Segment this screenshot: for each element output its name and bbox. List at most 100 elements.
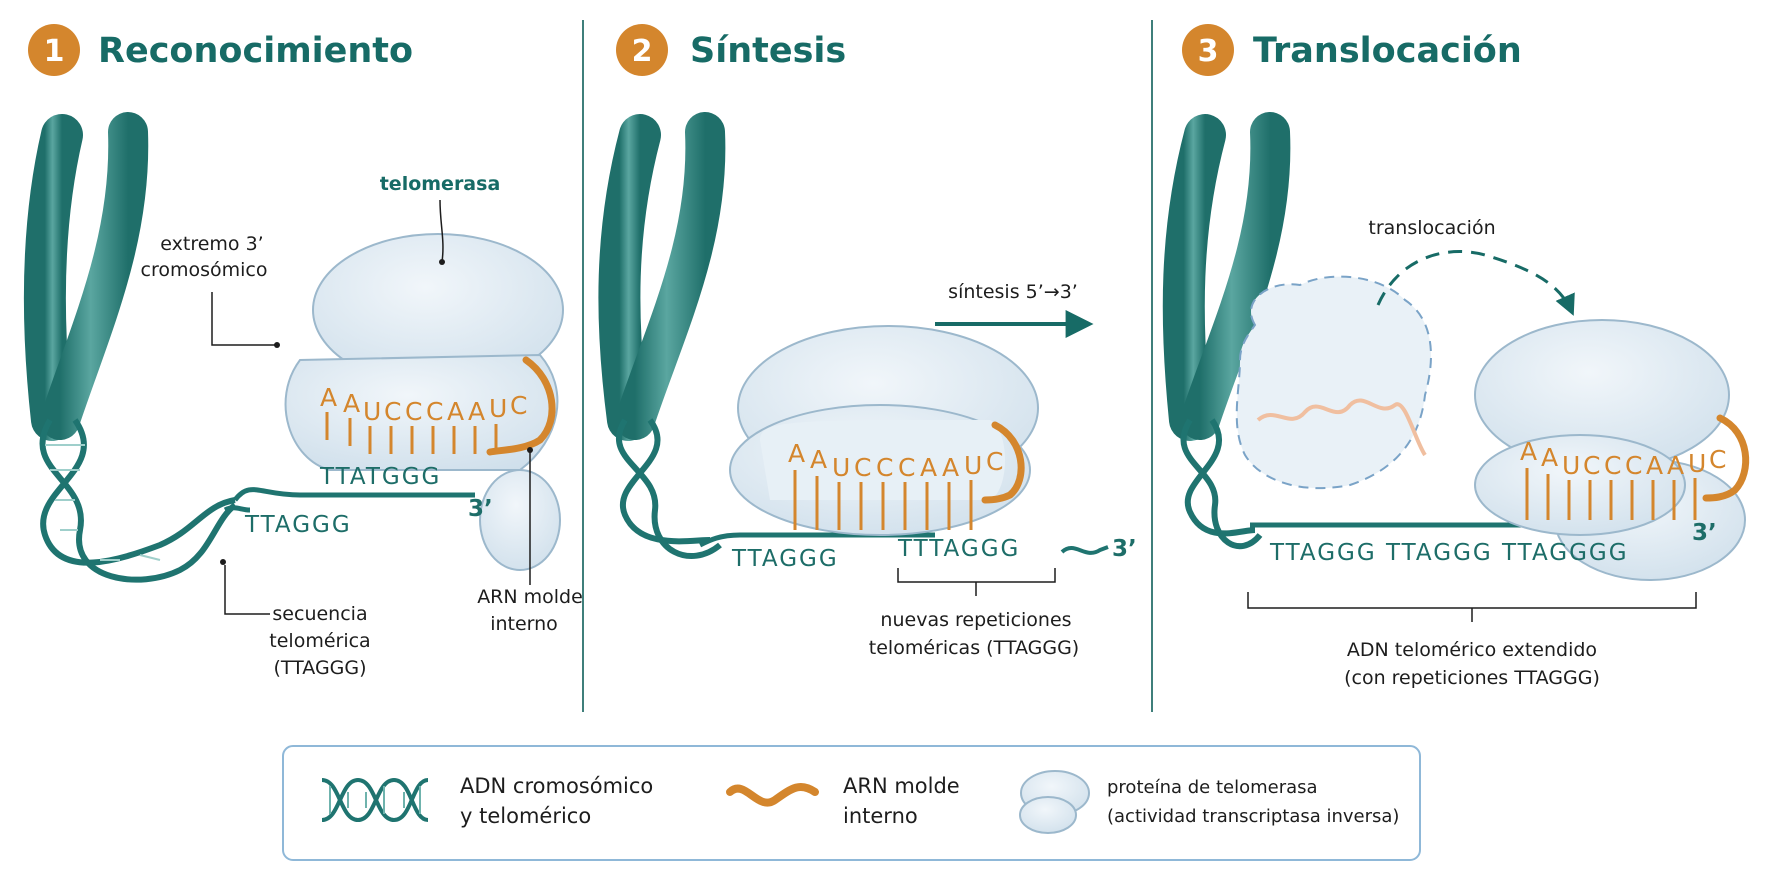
rna-base: C — [1709, 445, 1726, 474]
rna-base: U — [964, 451, 982, 480]
rna-base: C — [426, 397, 443, 426]
rna-template: A A U C C C A A U C — [788, 421, 1025, 504]
label-new-line2: teloméricas (TTAGGG) — [869, 637, 1079, 659]
rna-base: A — [788, 439, 805, 468]
rna-base: A — [1520, 437, 1537, 466]
label-synthesis-direction: síntesis 5’→3’ — [948, 281, 1078, 303]
rna-base: C — [1604, 451, 1621, 480]
label-seq-line2: telomérica — [269, 630, 370, 652]
new-repeats-bracket — [897, 568, 1056, 596]
dna-helix-rungs — [45, 444, 161, 561]
telomere-strand — [698, 532, 935, 548]
dna-left-sequence: TTAGGG — [731, 546, 839, 572]
rna-base: A — [468, 397, 485, 426]
legend-protein-icon — [1019, 770, 1090, 834]
dna-helix — [615, 418, 722, 559]
legend: ADN cromosómico y telomérico ARN molde i… — [282, 745, 1421, 861]
dna-lower-sequence: TTAGGG — [244, 512, 352, 538]
legend-rna-icon — [726, 782, 819, 807]
label-telomerasa: telomerasa — [380, 173, 501, 195]
rna-base: U — [363, 397, 381, 426]
rna-template: A A U C C C A A U C — [320, 356, 556, 456]
legend-dna-line2: y telomérico — [460, 804, 591, 828]
rna-base: A — [320, 383, 337, 412]
dna-helix — [1180, 418, 1263, 550]
step-badge — [28, 24, 80, 76]
label-new-line1: nuevas repeticiones — [880, 609, 1071, 631]
step-badge — [616, 24, 668, 76]
legend-dna-icon — [321, 777, 429, 823]
chromosome — [1162, 112, 1291, 441]
rna-base: A — [1646, 451, 1663, 480]
legend-protein-line2: (actividad transcriptasa inversa) — [1107, 806, 1399, 827]
rna-base: A — [810, 445, 827, 474]
rna-base: C — [854, 453, 871, 482]
label-translocation: translocación — [1368, 217, 1495, 239]
base-pairs — [325, 412, 498, 454]
label-rna-line1: ARN molde — [477, 586, 583, 608]
label-ext-line1: ADN telomérico extendido — [1347, 639, 1597, 661]
ghost-rna — [1256, 398, 1427, 457]
legend-box — [282, 745, 1421, 861]
rna-base: C — [405, 397, 422, 426]
three-prime-end: 3’ — [468, 496, 493, 522]
step-badge — [1182, 24, 1234, 76]
panel-reconocimiento: 1 Reconocimiento A A U — [23, 24, 583, 679]
rna-loop — [981, 421, 1025, 504]
rna-base: A — [343, 389, 360, 418]
extended-bracket — [1247, 592, 1697, 622]
rna-base: C — [1583, 451, 1600, 480]
step-title: Reconocimiento — [98, 31, 413, 71]
legend-rna-line2: interno — [843, 804, 918, 828]
rna-base: U — [489, 394, 507, 423]
legend-rna-line1: ARN molde — [843, 774, 960, 798]
rna-base: A — [920, 453, 937, 482]
label-end-line2: cromosómico — [141, 259, 268, 281]
chromosome — [598, 112, 726, 441]
base-pairs — [793, 470, 973, 530]
rna-base: C — [510, 391, 527, 420]
rna-base: C — [1625, 451, 1642, 480]
translocation-arrow — [1376, 250, 1575, 316]
rna-base: C — [384, 397, 401, 426]
label-rna-line2: interno — [490, 613, 558, 635]
step-number: 1 — [44, 34, 65, 69]
legend-dna-line1: ADN cromosómico — [460, 774, 653, 798]
rna-base: A — [1667, 451, 1684, 480]
chromosome — [23, 112, 149, 441]
step-number: 3 — [1198, 34, 1219, 69]
telomere-strand-lower — [233, 487, 475, 502]
rna-base: A — [1541, 443, 1558, 472]
telomerase-enzyme — [284, 233, 564, 571]
dna-extended-sequence: TTAGGG TTAGGG TTAGGGG — [1269, 540, 1629, 566]
rna-base: C — [898, 453, 915, 482]
rna-base: C — [876, 453, 893, 482]
rna-base: A — [942, 453, 959, 482]
label-seq-line3: (TTAGGG) — [273, 657, 366, 679]
telomerase-enzyme — [729, 325, 1039, 536]
rna-base: U — [1562, 451, 1580, 480]
base-pairs — [1525, 468, 1697, 520]
strand-extension — [1060, 545, 1109, 555]
label-ext-line2: (con repeticiones TTAGGG) — [1344, 667, 1600, 689]
rna-base: U — [1688, 449, 1706, 478]
step-title: Síntesis — [690, 31, 846, 71]
step-number: 2 — [632, 34, 653, 69]
label-seq-line1: secuencia — [272, 603, 367, 625]
dna-new-sequence: TTTAGGG — [897, 536, 1020, 562]
rna-base: A — [447, 397, 464, 426]
rna-base: C — [986, 447, 1003, 476]
three-prime-end: 3’ — [1692, 520, 1717, 546]
panel-sintesis: 2 Síntesis A A U C C C A A U C — [598, 24, 1137, 659]
rna-template: A A U C C C A A U C — [1520, 414, 1750, 502]
rna-loop — [1702, 414, 1750, 502]
dna-paired-sequence: TTATGGG — [319, 464, 441, 490]
label-end-line1: extremo 3’ — [160, 233, 263, 255]
previous-enzyme-ghost — [1235, 275, 1432, 490]
rna-base: U — [832, 453, 850, 482]
rna-loop — [486, 356, 556, 456]
three-prime-end: 3’ — [1112, 536, 1137, 562]
step-title: Translocación — [1253, 31, 1522, 71]
panel-translocacion: 3 Translocación translocación A A U C C — [1162, 24, 1750, 689]
